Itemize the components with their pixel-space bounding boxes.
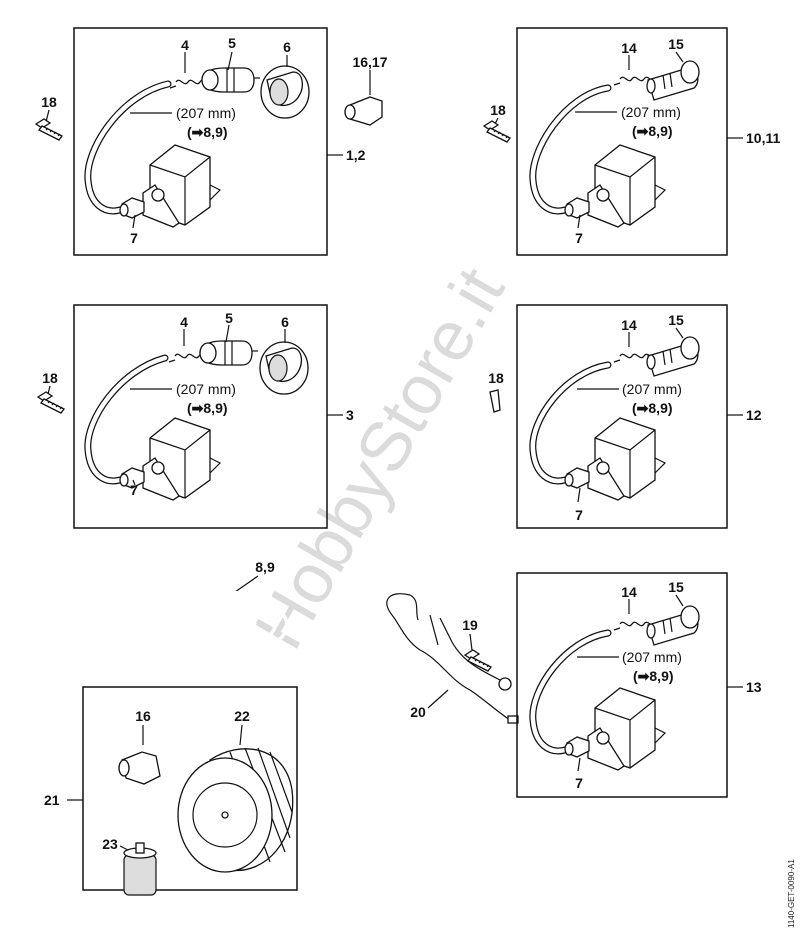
- group-box: [73, 27, 328, 256]
- plug-boot-5: [201, 67, 261, 93]
- callout: 23: [102, 836, 118, 852]
- callout: 6: [281, 314, 289, 330]
- cover-6: [260, 65, 310, 119]
- callout: 4: [180, 314, 188, 330]
- callout: 7: [575, 775, 583, 791]
- strainer-23: [123, 842, 157, 896]
- hose-coil-8-9: 8,9: [101, 559, 289, 663]
- callout: 20: [410, 704, 426, 720]
- part-16-17: 16,17: [344, 54, 388, 126]
- air-filter-22: [177, 747, 294, 873]
- callout: 18: [42, 370, 58, 386]
- hose-length: (207 mm): [621, 104, 681, 120]
- callout: 14: [621, 317, 637, 333]
- callout: 22: [234, 708, 250, 724]
- hose-length: (207 mm): [622, 649, 682, 665]
- group-13: 13 14 15 7 (207 mm) (➡8,9): [516, 572, 762, 798]
- fitting-7: [119, 197, 145, 219]
- group-ref: 3: [346, 407, 354, 423]
- callout: 18: [41, 94, 57, 110]
- callout: 15: [668, 312, 684, 328]
- fuel-filter-16: [118, 751, 161, 785]
- callout: 7: [575, 230, 583, 246]
- hose-length: (207 mm): [622, 381, 682, 397]
- screw-18: 18: [35, 94, 63, 141]
- group-21: 21 16 22 23: [44, 686, 298, 896]
- screw-18: 18: [488, 370, 504, 413]
- hose-length: (207 mm): [176, 381, 236, 397]
- callout: 7: [130, 482, 138, 498]
- callout: 19: [462, 617, 478, 633]
- hose-ref: (➡8,9): [632, 123, 673, 139]
- callout: 16,17: [352, 54, 387, 70]
- callout: 5: [228, 35, 236, 51]
- callout: 6: [283, 39, 291, 55]
- group-ref: 12: [746, 407, 762, 423]
- hose-ref: (➡8,9): [633, 668, 674, 684]
- callout: 15: [668, 579, 684, 595]
- group-ref: 13: [746, 679, 762, 695]
- hose-ref: (➡8,9): [187, 124, 228, 140]
- callout: 18: [488, 370, 504, 386]
- group-3: 3 4 5 6 7 (207 mm) (➡8,9): [73, 304, 354, 529]
- group-12: 12 14 15 7 (207 mm) (➡8,9): [516, 304, 762, 529]
- callout: 16: [135, 708, 151, 724]
- callout: 15: [668, 36, 684, 52]
- group-ref: 1,2: [346, 147, 366, 163]
- callout: 7: [130, 230, 138, 246]
- drawing-code: 1140-GET-0090-A1: [787, 859, 796, 928]
- callout: 14: [621, 584, 637, 600]
- callout: 5: [225, 310, 233, 326]
- group-10-11: 10,11 14 15 7 (207 mm) (➡8,9): [516, 27, 780, 256]
- callout: 8,9: [255, 559, 275, 575]
- hose-ref: (➡8,9): [632, 400, 673, 416]
- group-ref: 21: [44, 792, 60, 808]
- wiring-harness-20: 19 20: [386, 593, 519, 724]
- hose-length: (207 mm): [176, 105, 236, 121]
- hose-ref: (➡8,9): [187, 400, 228, 416]
- ignition-module: [142, 144, 221, 228]
- callout: 4: [181, 37, 189, 53]
- callout: 14: [621, 40, 637, 56]
- screw-18: 18: [483, 102, 511, 143]
- callout: 18: [490, 102, 506, 118]
- screw-18: 18: [37, 370, 65, 414]
- group-ref: 10,11: [746, 130, 780, 146]
- callout: 7: [575, 507, 583, 523]
- group-1-2: 1,2 4 5 6 7 (207 mm) (➡8,9): [73, 27, 366, 256]
